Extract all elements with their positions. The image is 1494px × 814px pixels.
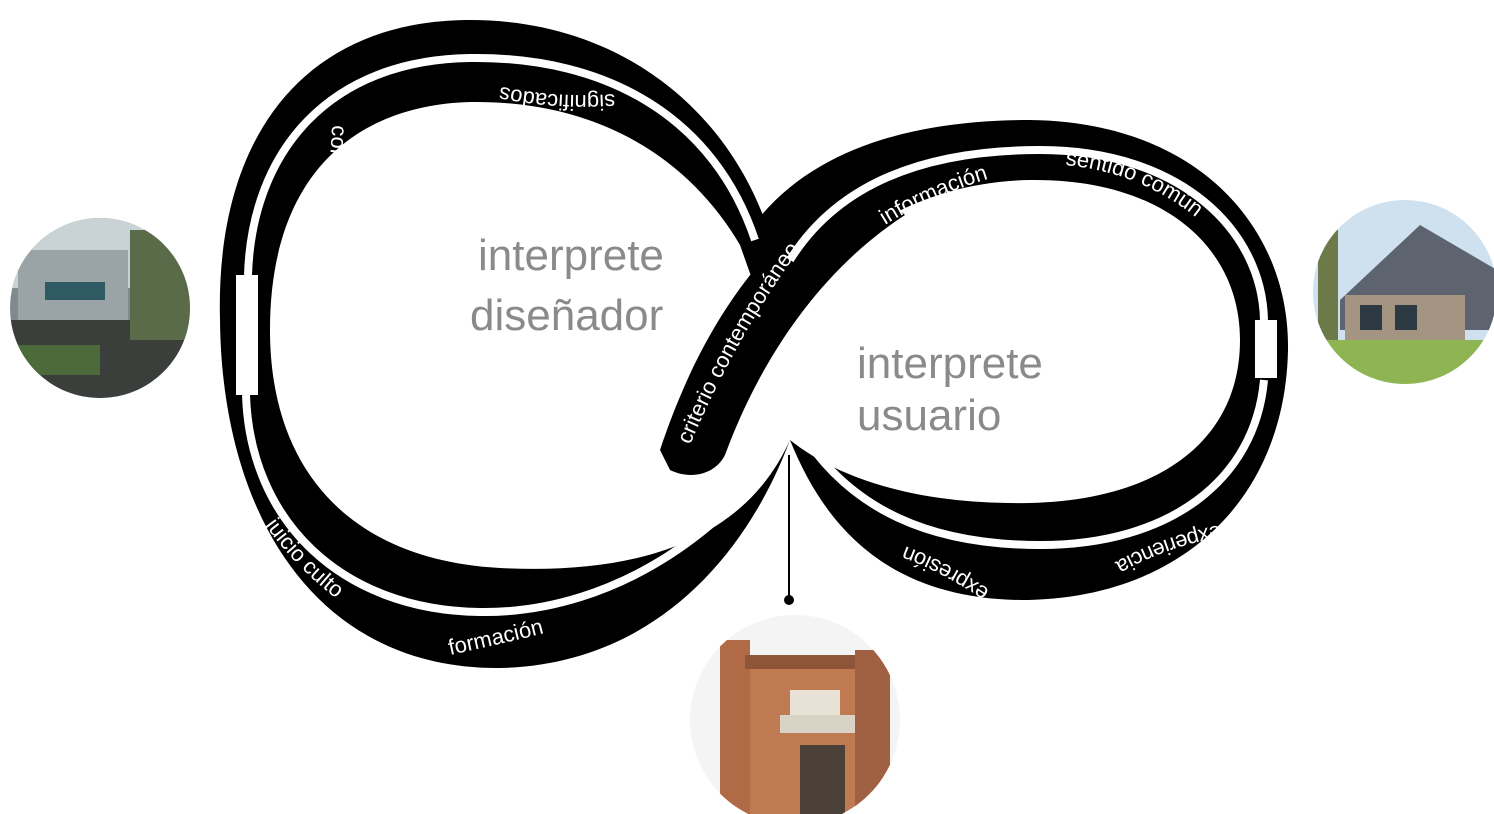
connector-dot — [784, 595, 794, 605]
band-gap-top-left — [244, 53, 759, 276]
brick-building-photo — [690, 615, 900, 814]
band-right-lobe — [740, 120, 1289, 600]
designer-label-line1: interprete — [478, 231, 664, 280]
band-gap-top-right — [786, 145, 1268, 321]
stone-church-photo — [1313, 200, 1494, 384]
band-gap-bottom-left — [242, 394, 794, 617]
band-gap-bottom-right — [796, 379, 1268, 550]
band-break-right — [1255, 320, 1277, 378]
user-label-line2: usuario — [857, 391, 1001, 440]
designer-label-line2: diseñador — [470, 291, 663, 340]
user-label-line1: interprete — [857, 339, 1043, 388]
band-crossing — [660, 175, 905, 475]
infinity-band — [219, 20, 1289, 669]
band-break-left — [236, 275, 258, 395]
modern-building-photo — [10, 218, 190, 398]
